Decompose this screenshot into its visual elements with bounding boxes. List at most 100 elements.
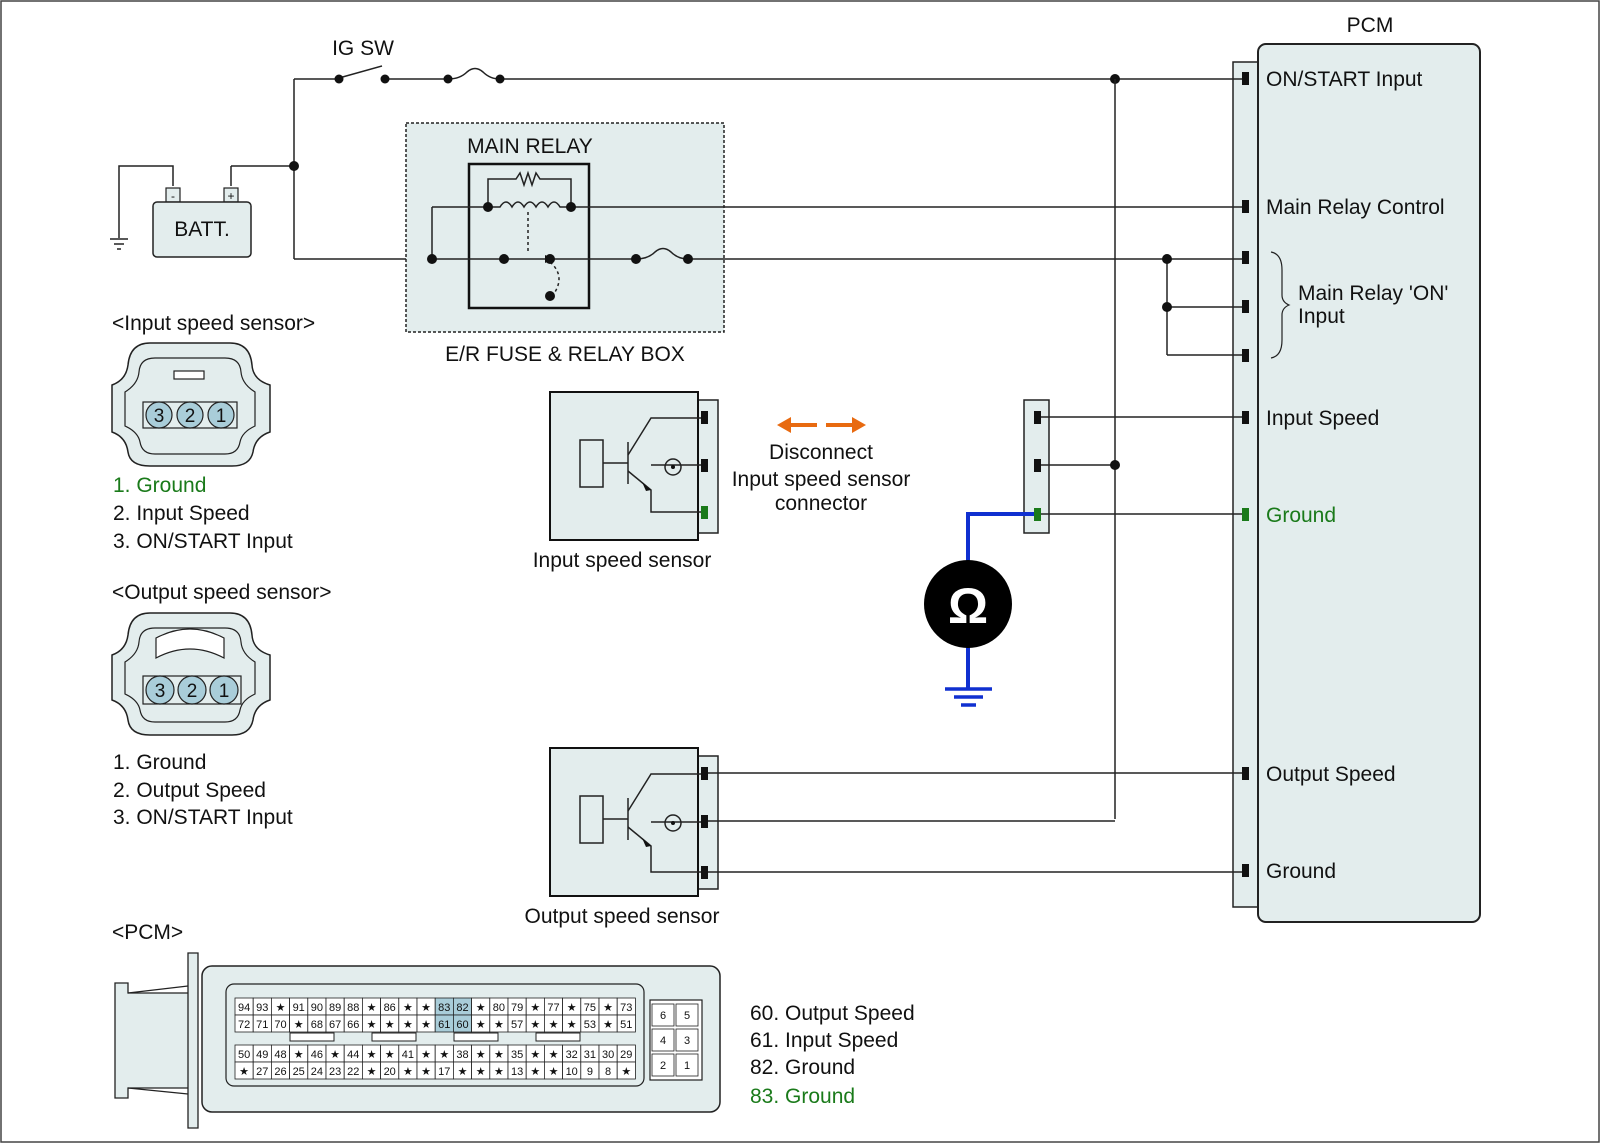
pcm-pin-number: ★ (549, 1019, 559, 1031)
pcm-side-pin-number: 1 (684, 1060, 690, 1072)
pcm-legend-item-82: 82. Ground (750, 1056, 855, 1079)
pcm-label-output-speed: Output Speed (1266, 763, 1396, 786)
pcm-pin-number: 89 (329, 1002, 341, 1014)
pcm-label-on-start: ON/START Input (1266, 68, 1423, 91)
pcm-pin-relay-on-2 (1242, 300, 1249, 313)
pcm-pin-number: 49 (256, 1049, 268, 1061)
pcm-module (1257, 43, 1481, 923)
pcm-pin-number: 53 (584, 1019, 596, 1031)
fuse-box-label: E/R FUSE & RELAY BOX (445, 343, 685, 366)
pcm-pin-number: ★ (476, 1002, 486, 1014)
relay-on-wiring (1114, 79, 1242, 819)
output-legend-item-1: 1. Ground (113, 751, 206, 774)
pcm-pin-number: 35 (511, 1049, 523, 1061)
pcm-pin-number: 71 (256, 1019, 268, 1031)
pcm-pin-number: 75 (584, 1002, 596, 1014)
pcm-pin-number: 51 (620, 1019, 632, 1031)
pcm-pin-number: 72 (238, 1019, 250, 1031)
pcm-pin-number: ★ (403, 1019, 413, 1031)
pcm-pin-number: ★ (421, 1019, 431, 1031)
input-sensor-legend: <Input speed sensor> 3 2 1 1. Ground 2. … (111, 312, 315, 553)
output-legend-item-2: 2. Output Speed (113, 779, 266, 802)
pcm-pin-number: 83 (438, 1002, 450, 1014)
pcm-pin-number: ★ (367, 1066, 377, 1078)
pcm-pin-number: 73 (620, 1002, 632, 1014)
main-relay-body (467, 162, 591, 310)
pcm-pin-number: 90 (311, 1002, 323, 1014)
pcm-pin-number: ★ (276, 1002, 286, 1014)
pcm-connector-strip (1232, 61, 1262, 908)
pcm-pin-number: 41 (402, 1049, 414, 1061)
pcm-pin-number: ★ (294, 1019, 304, 1031)
pcm-pin-number: ★ (530, 1019, 540, 1031)
pcm-pin-number: ★ (567, 1019, 577, 1031)
input-pin-3: 3 (154, 406, 165, 427)
pcm-pin-number: 68 (311, 1019, 323, 1031)
pcm-pin-number: 25 (293, 1066, 305, 1078)
pcm-pin-number: ★ (494, 1066, 504, 1078)
input-pin-2: 2 (185, 406, 196, 427)
pcm-pin-ground-2 (1242, 864, 1249, 877)
pcm-pin-number: 44 (347, 1049, 359, 1061)
pcm-pin-number: 31 (584, 1049, 596, 1061)
fuse-top (447, 67, 501, 80)
pcm-side-pin-cell (675, 1053, 699, 1077)
pcm-label-relay-on-2: Input (1298, 305, 1345, 328)
pcm-pin-number: 38 (456, 1049, 468, 1061)
pcm-pin-number: ★ (549, 1049, 559, 1061)
output-speed-sensor: Output speed sensor (525, 747, 1242, 928)
pcm-pin-number: ★ (367, 1019, 377, 1031)
battery-label: BATT. (174, 218, 230, 241)
pcm-pin-relay-on-1 (1242, 251, 1249, 264)
pcm-pin-number: 26 (274, 1066, 286, 1078)
pcm-side-pin-cell (675, 1003, 699, 1027)
output-pin-2: 2 (187, 681, 198, 702)
pcm-title: PCM (1347, 14, 1394, 37)
pcm-pin-number: 48 (274, 1049, 286, 1061)
pcm-pin-number: 20 (384, 1066, 396, 1078)
input-pin-1: 1 (216, 406, 227, 427)
pcm-label-relay-on-1: Main Relay 'ON' (1298, 282, 1448, 305)
pcm-pin-input-speed (1242, 411, 1249, 424)
pcm-pin-number: ★ (294, 1049, 304, 1061)
pcm-pin-main-relay-control (1242, 200, 1249, 213)
fuse-relay-box: MAIN RELAY E/R FUSE & RELAY BOX (405, 122, 1242, 366)
pcm-pin-cell (616, 1061, 636, 1080)
pcm-pin-number: 24 (311, 1066, 323, 1078)
pcm-pin-number: ★ (476, 1049, 486, 1061)
relay-on-brace (1270, 251, 1291, 359)
pcm-pin-number: 17 (438, 1066, 450, 1078)
pcm-pin-number: 82 (456, 1002, 468, 1014)
output-legend-item-3: 3. ON/START Input (113, 806, 293, 829)
pcm-label-ground-1: Ground (1266, 504, 1336, 527)
pcm-side-pin-number: 3 (684, 1035, 690, 1047)
pcm-pin-number: ★ (239, 1066, 249, 1078)
pcm-pin-number: ★ (621, 1066, 631, 1078)
pcm-pin-number: 77 (547, 1002, 559, 1014)
pcm-side-pin-cell (651, 1053, 675, 1077)
pcm-pin-number: ★ (603, 1019, 613, 1031)
battery-plus-sign: + (227, 189, 234, 203)
pcm-pin-number: 29 (620, 1049, 632, 1061)
pcm-pin-number: ★ (494, 1019, 504, 1031)
ohmmeter: Ω (924, 512, 1034, 707)
pcm-side-pin-cell (651, 1003, 675, 1027)
pcm-pin-number: 60 (456, 1019, 468, 1031)
pcm-side-pin-number: 2 (660, 1060, 666, 1072)
battery-minus-sign: - (171, 189, 175, 203)
pcm-pin-number: ★ (530, 1049, 540, 1061)
pcm-pin-number: 27 (256, 1066, 268, 1078)
pcm-pin-number: 23 (329, 1066, 341, 1078)
input-legend-item-3: 3. ON/START Input (113, 530, 293, 553)
pcm-label-input-speed: Input Speed (1266, 407, 1379, 430)
pcm-side-pin-number: 6 (660, 1010, 666, 1022)
output-pin-3: 3 (155, 681, 166, 702)
pcm-pin-number: 94 (238, 1002, 250, 1014)
battery: - + BATT. (152, 187, 252, 258)
pcm-pin-number: ★ (403, 1066, 413, 1078)
pcm-block: PCM ON/START Input Main Relay Control Ma… (1232, 14, 1481, 923)
